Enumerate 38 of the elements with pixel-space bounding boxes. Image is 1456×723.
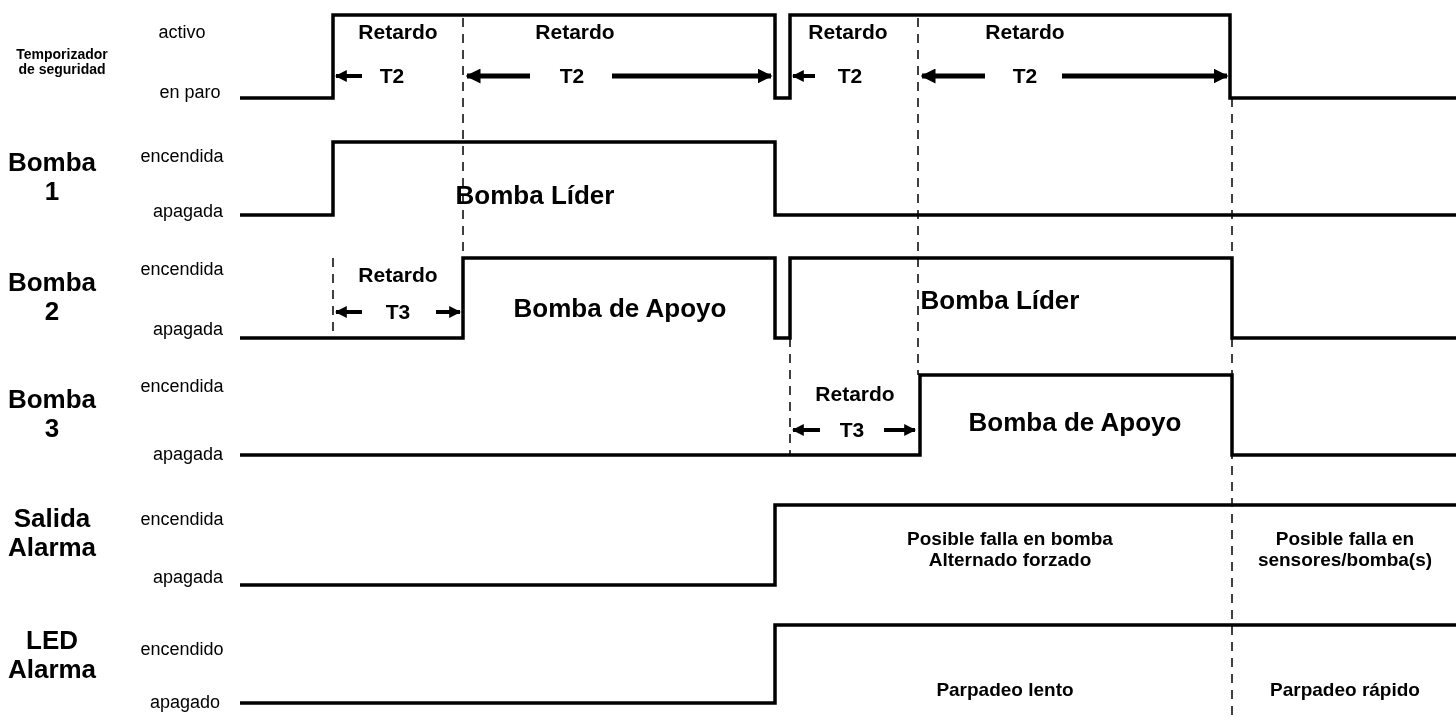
state-label: encendida <box>140 147 224 167</box>
signal-name: LED Alarma <box>7 626 97 684</box>
state-label: encendido <box>140 640 224 660</box>
state-label: encendida <box>140 260 224 280</box>
state-label: en paro <box>159 83 221 103</box>
delay-label: Retardo <box>985 20 1065 44</box>
note-text: Parpadeo rápido <box>1270 679 1420 701</box>
state-label: encendida <box>140 377 224 397</box>
delay-label: Retardo <box>358 263 438 287</box>
delay-label: T2 <box>1012 64 1038 88</box>
delay-label: Retardo <box>815 382 895 406</box>
note-text: Posible falla en bomba Alternado forzado <box>906 529 1114 571</box>
phase-label: Bomba Líder <box>455 180 615 210</box>
state-label: apagada <box>152 202 224 222</box>
state-label: apagada <box>152 568 224 588</box>
state-label: activo <box>158 23 206 43</box>
phase-label: Bomba de Apoyo <box>968 407 1182 437</box>
signal-name: Bomba 2 <box>7 268 97 326</box>
delay-label: T3 <box>839 418 865 442</box>
state-label: apagado <box>149 693 221 713</box>
signal-name: Bomba 1 <box>7 148 97 206</box>
delay-label: Retardo <box>535 20 615 44</box>
state-label: apagada <box>152 320 224 340</box>
state-label: encendida <box>140 510 224 530</box>
delay-label: T3 <box>385 300 411 324</box>
phase-label: Bomba Líder <box>920 285 1080 315</box>
signal-name: Salida Alarma <box>7 504 97 562</box>
delay-label: Retardo <box>808 20 888 44</box>
delay-label: T2 <box>559 64 585 88</box>
phase-label: Bomba de Apoyo <box>513 293 727 323</box>
delay-label: Retardo <box>358 20 438 44</box>
signal-name: Bomba 3 <box>7 385 97 443</box>
note-text: Parpadeo lento <box>936 679 1074 701</box>
signal-name: Temporizador de seguridad <box>15 46 109 78</box>
delay-label: T2 <box>379 64 405 88</box>
delay-label: T2 <box>837 64 863 88</box>
state-label: apagada <box>152 445 224 465</box>
note-text: Posible falla en sensores/bomba(s) <box>1256 529 1434 571</box>
